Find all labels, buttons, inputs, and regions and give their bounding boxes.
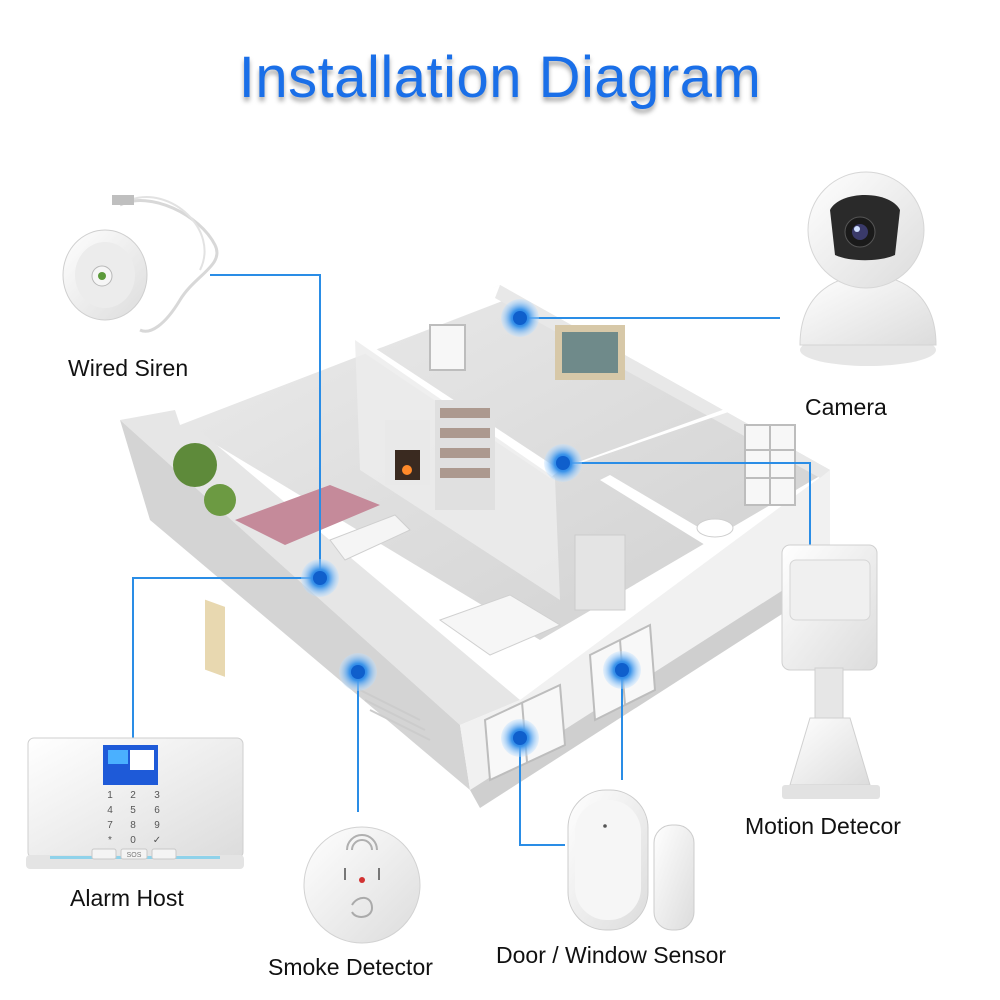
device-label-wired-siren: Wired Siren [68, 355, 189, 381]
device-label-door-window-sensor: Door / Window Sensor [496, 942, 727, 968]
device-label-smoke-detector: Smoke Detector [268, 954, 433, 980]
location-markers [301, 299, 641, 757]
sos-key: SOS [127, 852, 142, 859]
key: 6 [154, 805, 160, 816]
alarm-panel-icon: 1 2 3 4 5 6 7 8 9 * 0 ✓ SOS [26, 737, 244, 869]
device-label-camera: Camera [805, 394, 887, 420]
motion-sensor-icon [781, 544, 880, 799]
key: 9 [154, 820, 160, 831]
key: 4 [107, 805, 113, 816]
bookshelf [435, 400, 495, 510]
siren-icon [62, 195, 219, 333]
key: 0 [130, 835, 136, 846]
connector-lines [132, 274, 811, 846]
connector-siren [210, 274, 321, 578]
camera-icon [799, 171, 937, 366]
key: ✓ [153, 835, 161, 846]
key: 5 [130, 805, 136, 816]
connector-alarm-host [132, 577, 320, 745]
key: 8 [130, 820, 136, 831]
connector-motion [563, 462, 811, 545]
key: 3 [154, 790, 160, 801]
rug [235, 485, 380, 545]
connector-door-sensor-a [519, 738, 565, 846]
key: 1 [107, 790, 113, 801]
house-cutaway [120, 285, 835, 808]
device-label-alarm-host: Alarm Host [70, 885, 184, 911]
key: * [108, 835, 112, 846]
device-label-motion-detector: Motion Detecor [745, 813, 901, 839]
window-back [429, 324, 796, 506]
smoke-detector-icon [303, 826, 421, 944]
page-title: Installation Diagram [238, 45, 762, 110]
key: 2 [130, 790, 136, 801]
keypad: 1 2 3 4 5 6 7 8 9 * 0 ✓ [107, 790, 161, 846]
key: 7 [107, 820, 113, 831]
door-sensor-icon [567, 789, 695, 931]
